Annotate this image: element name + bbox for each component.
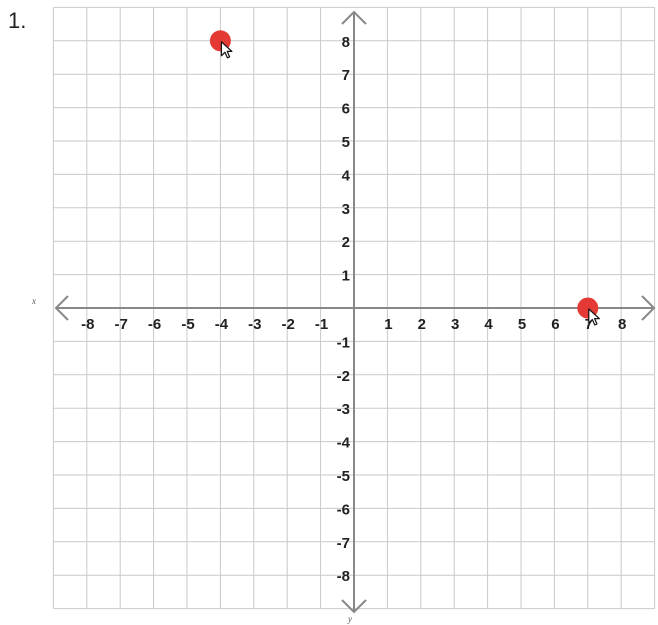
x-tick-label: -6 (148, 316, 161, 333)
x-tick-label: 4 (484, 316, 493, 333)
x-tick-label: 2 (418, 316, 426, 333)
y-tick-label: -2 (337, 368, 350, 385)
x-tick-label: -8 (81, 316, 94, 333)
y-tick-label: 8 (342, 34, 350, 51)
axes (54, 10, 656, 614)
y-tick-label: -1 (337, 334, 350, 351)
x-axis-right-arrow-icon (641, 295, 656, 321)
x-axis-left-arrow-icon (54, 295, 69, 321)
x-tick-label: 5 (518, 316, 526, 333)
x-tick-labels: -8 -7 -6 -5 -4 -3 -2 -1 1 2 3 4 5 6 7 8 (81, 316, 626, 333)
y-axis-up-arrow-icon (341, 10, 367, 25)
y-tick-label: 5 (342, 134, 350, 151)
y-tick-labels: 8 7 6 5 4 3 2 1 -1 -2 -3 -4 -5 -6 -7 -8 (337, 34, 351, 585)
x-tick-label: -2 (282, 316, 295, 333)
x-tick-label: 8 (618, 316, 626, 333)
y-tick-label: -7 (337, 535, 350, 552)
x-tick-label: -3 (248, 316, 261, 333)
y-tick-label: 1 (342, 268, 350, 285)
y-tick-label: 4 (342, 167, 351, 184)
mouse-cursor-icon (220, 41, 233, 59)
mouse-cursor-icon (588, 308, 600, 326)
y-tick-label: -4 (337, 435, 351, 452)
x-tick-label: -4 (215, 316, 229, 333)
x-tick-label: -7 (115, 316, 128, 333)
cursor-icons (220, 41, 600, 326)
x-tick-label: 6 (551, 316, 559, 333)
x-tick-label: 7 (585, 316, 593, 333)
y-tick-label: -5 (337, 468, 350, 485)
x-tick-label: -5 (181, 316, 194, 333)
y-tick-label: 3 (342, 201, 350, 218)
y-tick-label: -6 (337, 501, 350, 518)
problem-number: 1. (8, 8, 27, 33)
y-axis-label: y (347, 614, 352, 624)
y-tick-label: 6 (342, 101, 350, 118)
y-tick-label: -3 (337, 401, 350, 418)
x-tick-label: 1 (384, 316, 392, 333)
x-axis-label: x (31, 296, 36, 306)
y-tick-label: 7 (342, 67, 350, 84)
x-tick-label: -1 (315, 316, 328, 333)
y-tick-label: 2 (342, 234, 350, 251)
x-tick-label: 3 (451, 316, 459, 333)
y-axis-down-arrow-icon (341, 599, 367, 614)
y-tick-label: -8 (337, 568, 350, 585)
